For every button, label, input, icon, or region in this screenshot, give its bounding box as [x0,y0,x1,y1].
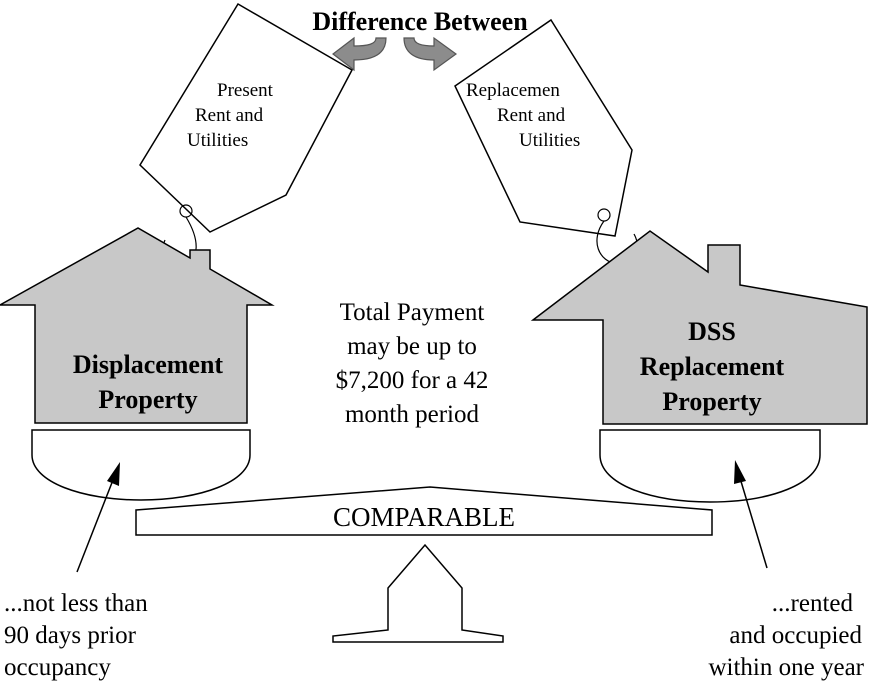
payment-line-3: $7,200 for a 42 [336,367,489,394]
left-scale-pan [31,429,251,501]
payment-line-4: month period [345,401,480,428]
replacement-house-line-2: Replacement [640,352,785,381]
left-note-line-1: ...not less than [4,590,148,617]
left-curved-arrow [332,36,387,72]
right-scale-pan [599,429,821,503]
title: Difference Between [312,7,528,36]
right-note-line-2: and occupied [729,622,862,649]
balance-beam [135,486,713,536]
present-tag-line-3: Utilities [187,130,248,151]
payment-line-2: may be up to [347,333,477,360]
present-tag-line-2: Rent and [195,105,264,126]
replacement-house-line-1: DSS [688,317,736,346]
replacement-tag-line-2: Rent and [497,105,566,126]
replacement-tag-line-1: Replacemen [466,80,560,101]
balance-label: COMPARABLE [333,502,515,532]
right-note-line-3: within one year [708,654,864,681]
replacement-rent-tag [454,18,633,237]
replacement-tag-line-3: Utilities [519,130,580,151]
right-pointer-arrowhead [734,460,746,484]
left-pointer-line [76,479,114,573]
right-pointer-line [739,477,768,569]
displacement-house-line-1: Displacement [73,350,224,379]
left-note-line-3: occupancy [4,654,111,681]
right-note-line-1: ...rented [772,590,854,617]
present-rent-tag [139,2,354,233]
payment-line-1: Total Payment [340,299,485,326]
present-tag-line-1: Present [217,80,274,101]
replacement-house-line-3: Property [662,387,761,416]
left-pointer-arrowhead [107,462,120,486]
dss-replacement-property-house [530,230,868,425]
displacement-property-house [0,227,275,424]
right-curved-arrow [403,36,458,72]
fulcrum-stand [332,543,504,643]
left-note-line-2: 90 days prior [4,622,137,649]
displacement-house-line-2: Property [98,385,197,414]
